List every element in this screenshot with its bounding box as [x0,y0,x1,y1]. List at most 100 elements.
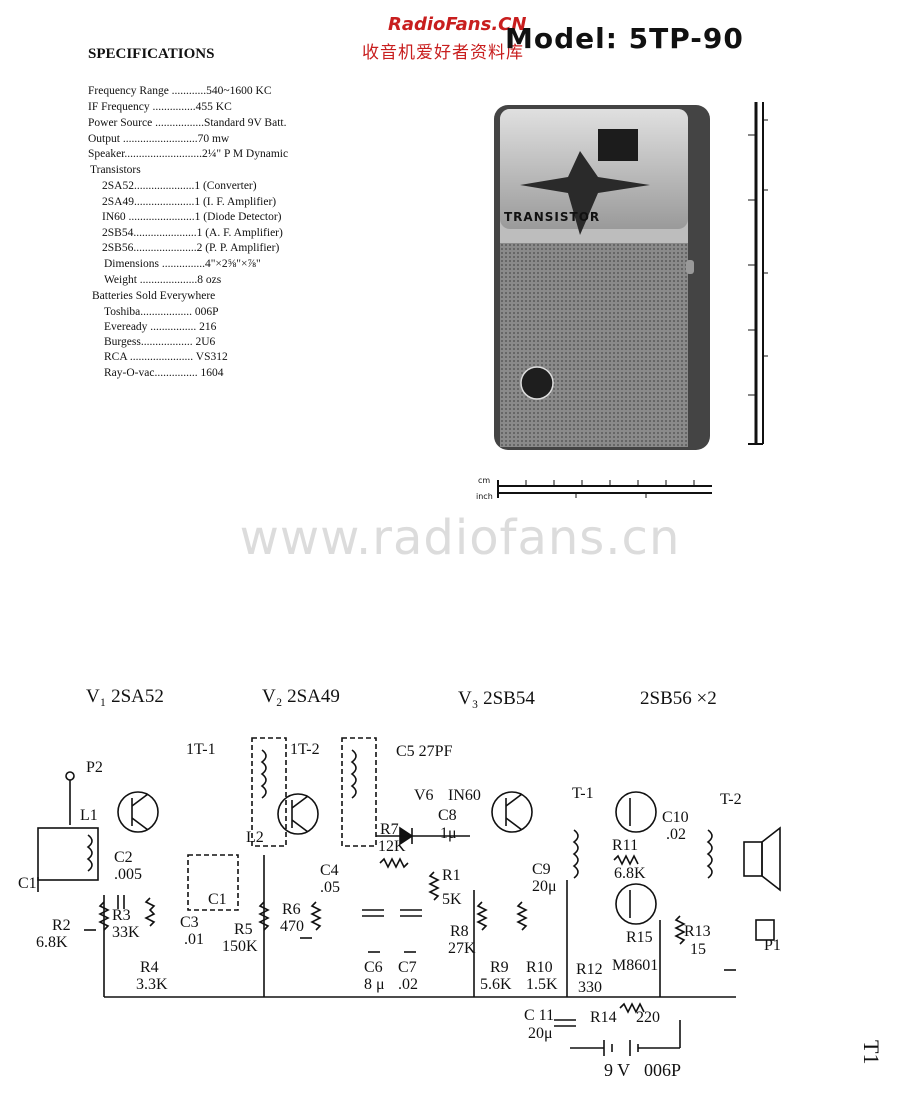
component-label: C8 [438,807,457,824]
component-label: 9 V [604,1060,631,1080]
component-label: R14 [590,1009,617,1026]
component-label: .05 [320,879,340,896]
scale-cm-label: cm [478,476,491,485]
spec-row: Toshiba.................. 006P [104,306,219,318]
watermark-chinese-caption: 收音机爱好者资料库 [362,43,524,63]
component-label: 12K [378,838,406,855]
component-label: L1 [80,807,98,824]
stage-header-v2: V₂ 2SA49 [262,686,340,707]
component-label: .01 [184,931,204,948]
model-title: Model: 5TP-90 [505,22,744,55]
component-label: P1 [764,937,781,954]
component-label: C 11 [524,1007,555,1024]
specifications-heading: SPECIFICATIONS [88,46,215,62]
component-label: C6 [364,959,383,976]
component-label: 1T-2 [290,741,320,758]
component-label: 3.3K [136,976,168,993]
spec-row: 2SA49.....................1 (I. F. Ampli… [102,196,277,208]
component-label: 470 [280,918,304,935]
component-label: V6 [414,787,434,804]
spec-row: 2SB56......................2 (P. P. Ampl… [102,242,280,254]
component-label: 15 [690,941,706,958]
spec-row: RCA ...................... VS312 [104,351,228,363]
component-label: 20μ [532,878,557,895]
watermark-site-logo: RadioFans.CN [388,14,527,35]
component-label: C1 [18,875,37,892]
component-label: 6.8K [614,865,646,882]
spec-row: IN60 .......................1 (Diode Det… [102,211,282,223]
spec-row: Output ..........................70 mw [88,133,230,145]
component-label: R11 [612,837,639,854]
component-label: 5.6K [480,976,512,993]
spec-row: 2SA52.....................1 (Converter) [102,180,257,192]
component-label: M8601 [612,957,659,974]
vertical-scale [748,102,768,445]
component-label: C4 [320,862,339,879]
component-label: .005 [114,866,142,883]
component-label: R2 [52,917,71,934]
component-label: 20μ [528,1025,553,1042]
component-label: 8 μ [364,976,385,993]
spec-row: Ray-O-vac............... 1604 [104,367,224,379]
side-knob-icon [686,260,694,274]
component-label: C5 27PF [396,743,453,760]
radio-photo [494,105,710,450]
page-side-label: T1 [859,1040,884,1065]
component-label: .02 [398,976,418,993]
component-label: 1μ [440,825,457,842]
component-label: C1 [208,891,227,908]
component-label: 330 [578,979,602,996]
stage-header-v1: V₁ 2SA52 [86,686,164,707]
stage-header-output: 2SB56 ×2 [640,688,717,709]
component-label: R13 [684,923,711,940]
spec-row: Weight ....................8 ozs [104,274,222,286]
component-label: T-1 [572,785,594,802]
component-label: 6.8K [36,934,68,951]
component-label: L2 [246,829,264,846]
component-label: C3 [180,914,199,931]
component-label: R5 [234,921,253,938]
spec-row: Transistors [90,164,141,176]
component-label: R7 [380,821,399,838]
speaker-grille [500,243,688,447]
star-ornament-icon [520,151,650,235]
tuning-window [598,129,638,161]
stage-header-v3: V₃ 2SB54 [458,688,535,709]
radio-brand-label: TRANSISTOR [504,210,601,224]
component-label: R8 [450,923,469,940]
horizontal-scale [497,480,712,498]
radio-top-panel [500,109,688,229]
component-label: 1.5K [526,976,558,993]
spec-row: Dimensions ...............4"×2⅝"×⅞" [104,258,261,270]
component-label: R3 [112,907,131,924]
spec-row: Batteries Sold Everywhere [92,290,216,302]
component-label: C7 [398,959,417,976]
spec-row: 2SB54......................1 (A. F. Ampl… [102,227,283,239]
spec-row: Eveready ................ 216 [104,321,217,333]
component-label: P2 [86,759,103,776]
component-label: 1T-1 [186,741,216,758]
component-label: R15 [626,929,653,946]
spec-row: Speaker...........................2¼" P … [88,148,289,160]
component-label: T-2 [720,791,742,808]
brand-emblem-icon [520,366,554,400]
spec-row: IF Frequency ...............455 KC [88,101,232,113]
spec-row: Frequency Range ............540~1600 KC [88,85,272,97]
component-label: R1 [442,867,461,884]
component-label: C10 [662,809,689,826]
circuit-schematic [37,737,781,1056]
component-label: R9 [490,959,509,976]
component-label: 220 [636,1009,660,1026]
component-label: R10 [526,959,553,976]
scale-inch-label: inch [476,492,493,501]
component-label: R6 [282,901,301,918]
site-watermark: www.radiofans.cn [239,510,681,566]
component-label: 33K [112,924,140,941]
spec-row: Power Source .................Standard 9… [88,117,287,129]
component-label: IN60 [448,787,481,804]
component-label: R12 [576,961,603,978]
component-label: 27K [448,940,476,957]
component-label: 006P [644,1060,682,1080]
component-label: 150K [222,938,258,955]
component-label: 5K [442,891,462,908]
